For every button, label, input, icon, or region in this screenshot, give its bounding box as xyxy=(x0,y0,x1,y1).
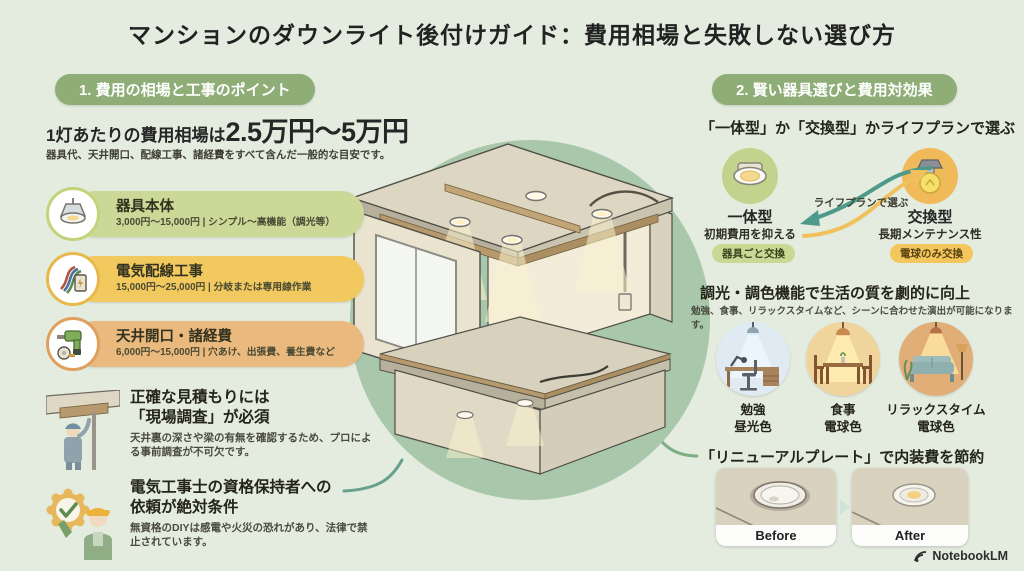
wall-switch xyxy=(618,293,632,311)
before-label: Before xyxy=(716,525,836,546)
wiring-icon xyxy=(46,252,100,306)
choose-type-heading: 「一体型」か「交換型」かライフプランで選ぶ xyxy=(700,120,1016,137)
notebooklm-label: NotebookLM xyxy=(932,548,1008,563)
cost-headline-value: 2.5万円〜5万円 xyxy=(225,117,409,147)
cost-item-title: 天井開口・諸経費 xyxy=(116,328,232,345)
integrated-type-desc: 初期費用を抑える xyxy=(704,229,796,241)
cost-item-title: 電気配線工事 xyxy=(116,263,203,280)
cost-item-title: 器具本体 xyxy=(116,198,174,215)
cost-headline: 1灯あたりの費用相場は2.5万円〜5万円 xyxy=(46,110,409,149)
dining-scene-icon xyxy=(806,322,880,396)
note-body: 無資格のDIYは感電や火災の恐れがあり、法律で禁止されています。 xyxy=(130,521,368,548)
replaceable-type-desc: 長期メンテナンス性 xyxy=(878,229,982,241)
certified-electrician-illustration xyxy=(46,480,120,560)
note-title-line: 正確な見積もりには xyxy=(130,389,270,406)
cost-item-detail: 15,000円〜25,000円 | 分岐または専用線作業 xyxy=(116,282,312,294)
notebooklm-icon xyxy=(914,551,927,562)
downlight-icon xyxy=(46,187,100,241)
cost-headline-note: 器具代、天井開口、配線工事、諸経費をすべて含んだ一般的な目安です。 xyxy=(46,149,391,161)
lifeplan-label: ライフプランで選ぶ xyxy=(813,197,909,209)
worker-figure xyxy=(84,507,112,560)
note-title-line: 電気工事士の資格保持者への xyxy=(130,479,332,496)
after-panel: After xyxy=(852,468,968,546)
before-after-arrow-icon xyxy=(840,499,850,515)
after-label: After xyxy=(852,525,968,546)
ceiling-downlights xyxy=(449,190,613,246)
scene-label-relax: リラックスタイム 電球色 xyxy=(886,403,986,434)
replaceable-type-tag: 電球のみ交換 xyxy=(890,244,973,263)
cost-headline-prefix: 1灯あたりの費用相場は xyxy=(46,126,226,145)
scene-label-dining: 食事 電球色 xyxy=(824,403,862,434)
ceiling-beam xyxy=(444,183,581,234)
site-survey-illustration xyxy=(45,389,121,470)
certification-badge-icon xyxy=(46,488,90,538)
study-scene-icon xyxy=(716,322,790,396)
cost-item-detail: 6,000円〜15,000円 | 穴あけ、出張費、養生費など xyxy=(116,347,335,359)
replaceable-bulb-icon xyxy=(902,148,958,204)
room-cutaway-illustration xyxy=(340,122,710,514)
dimming-body: 勉強、食事、リラックスタイムなど、シーンに合わせた演出が可能になります。 xyxy=(691,306,1013,331)
cost-item-detail: 3,000円〜15,000円 | シンプル〜高機能（調光等） xyxy=(116,217,336,229)
renewal-plate-heading: 「リニューアルプレート」で内装費を節約 xyxy=(700,449,985,466)
notebooklm-logo: NotebookLM xyxy=(913,548,1008,563)
note-title-line: 依頼が絶対条件 xyxy=(130,498,239,516)
integrated-downlight-icon xyxy=(722,148,778,204)
dimming-heading: 調光・調色機能で生活の質を劇的に向上 xyxy=(700,285,971,302)
before-panel: Before xyxy=(716,468,836,546)
type-comparison: ライフプランで選ぶ 一体型 初期費用を抑える 器具ごと交換 交換型 長期メンテナ… xyxy=(700,142,1022,282)
cost-item-wiring: 電気配線工事 15,000円〜25,000円 | 分岐または専用線作業 xyxy=(46,251,364,307)
note-title-line: 「現場調査」が必須 xyxy=(130,408,270,426)
relax-scene-icon xyxy=(899,322,973,396)
cost-item-fixture: 器具本体 3,000円〜15,000円 | シンプル〜高機能（調光等） xyxy=(46,186,364,242)
cost-item-ceiling-opening: 天井開口・諸経費 6,000円〜15,000円 | 穴あけ、出張費、養生費など xyxy=(46,316,364,372)
lifeplan-arrows xyxy=(800,166,932,238)
section2-badge: 2. 賢い器具選びと費用対効果 xyxy=(712,74,957,105)
drill-icon xyxy=(46,317,100,371)
scene-label-study: 勉強 昼光色 xyxy=(734,403,772,434)
section1-badge: 1. 費用の相場と工事のポイント xyxy=(55,74,315,105)
integrated-type-tag: 器具ごと交換 xyxy=(712,244,795,263)
replaceable-type-name: 交換型 xyxy=(907,209,953,226)
lower-downlights xyxy=(456,398,534,420)
note-body: 天井裏の深さや梁の有無を確認するため、プロによる事前調査が不可欠です。 xyxy=(130,431,372,458)
page-title: マンションのダウンライト後付けガイド：費用相場と失敗しない選び方 xyxy=(128,22,896,48)
integrated-type-name: 一体型 xyxy=(727,209,773,226)
